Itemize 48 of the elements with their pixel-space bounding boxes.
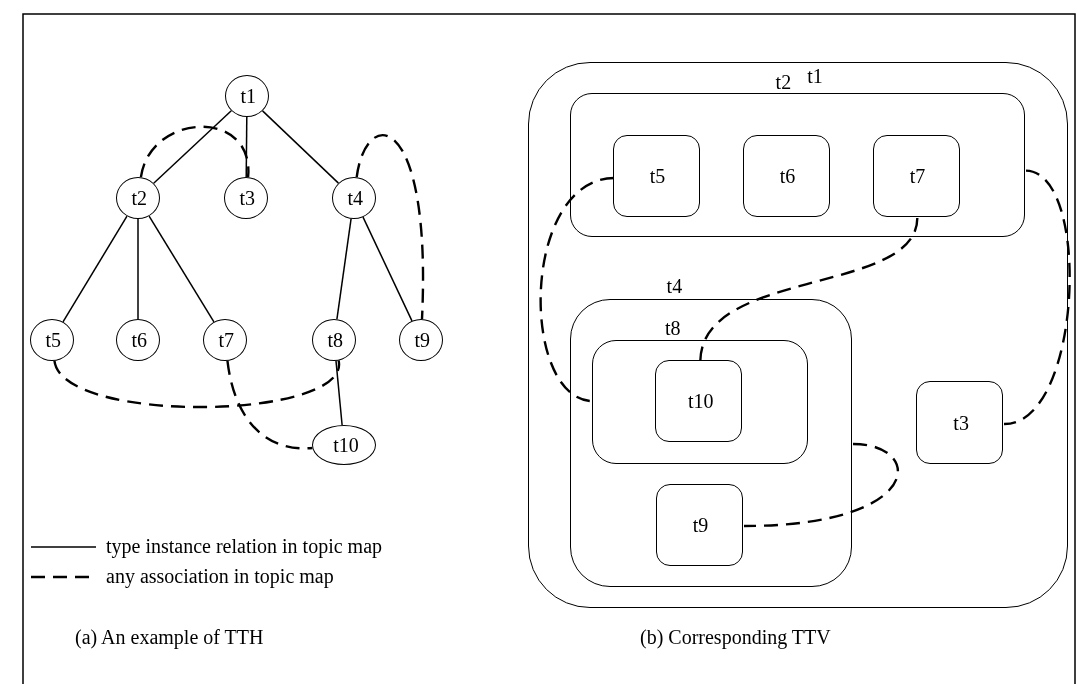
legend-text: type instance relation in topic map bbox=[106, 535, 383, 557]
box-heading: t4 bbox=[666, 276, 683, 297]
node-label: t4 bbox=[347, 188, 364, 208]
relation-line bbox=[362, 216, 413, 322]
node-label: t7 bbox=[909, 165, 926, 186]
topic-box bbox=[528, 62, 1068, 608]
dashed-association-line bbox=[53, 360, 340, 409]
relation-line bbox=[62, 215, 128, 323]
dashed-association-line bbox=[699, 217, 919, 363]
dashed-association-line bbox=[226, 360, 313, 450]
dashed-association-line bbox=[743, 442, 899, 528]
relation-line bbox=[336, 218, 352, 320]
topic-box bbox=[655, 483, 743, 566]
node-label: t10 bbox=[333, 435, 359, 455]
dashed-association-line bbox=[1003, 169, 1071, 426]
node-label: t1 bbox=[240, 86, 257, 106]
caption: (b) Corresponding TTV bbox=[640, 626, 831, 648]
relation-line bbox=[148, 215, 215, 323]
node-label: t9 bbox=[692, 514, 709, 535]
relation-line bbox=[261, 110, 340, 184]
node-label: t2 bbox=[131, 188, 148, 208]
caption: (a) An example of TTH bbox=[75, 626, 264, 648]
topic-box bbox=[742, 134, 830, 217]
box-heading: t2 bbox=[775, 72, 792, 93]
topic-box bbox=[612, 134, 700, 217]
legend-text: any association in topic map bbox=[106, 565, 334, 587]
box-heading: t1 bbox=[807, 66, 823, 86]
dashed-association-line bbox=[539, 176, 615, 403]
node-label: t6 bbox=[779, 165, 796, 186]
topic-box bbox=[872, 134, 960, 217]
node-label: t7 bbox=[218, 330, 235, 350]
node-label: t10 bbox=[687, 391, 714, 412]
relation-line bbox=[245, 116, 248, 178]
node-label: t5 bbox=[649, 165, 666, 186]
topic-box bbox=[655, 360, 743, 443]
relation-line bbox=[152, 109, 233, 185]
node-label: t9 bbox=[414, 330, 431, 350]
node-label: t6 bbox=[131, 330, 148, 350]
topic-box bbox=[916, 381, 1004, 465]
node-label: t8 bbox=[327, 330, 344, 350]
node-label: t5 bbox=[45, 330, 62, 350]
relation-line bbox=[335, 360, 343, 426]
dashed-association-line bbox=[355, 134, 425, 320]
dashed-association-line bbox=[139, 125, 250, 178]
node-label: t3 bbox=[953, 412, 969, 433]
relation-line bbox=[137, 218, 139, 320]
box-heading: t8 bbox=[665, 317, 681, 338]
node-label: t3 bbox=[239, 188, 256, 208]
